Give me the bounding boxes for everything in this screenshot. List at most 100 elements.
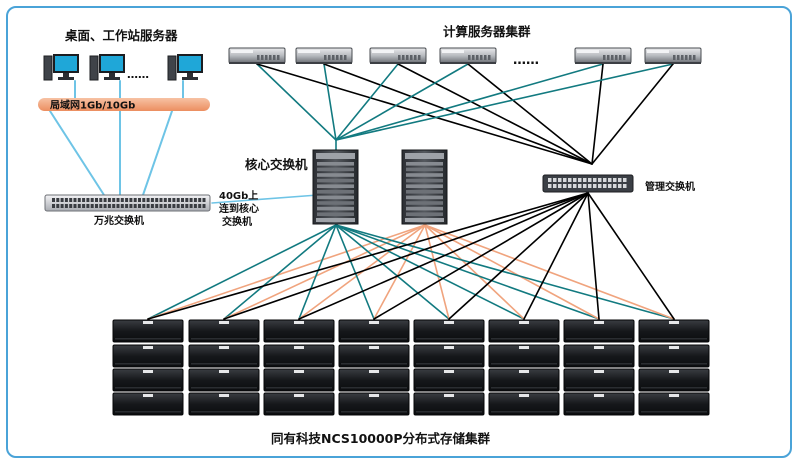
core-link <box>323 63 337 141</box>
core-link <box>335 63 469 141</box>
tengig-switch-label: 万兆交换机 <box>93 214 144 227</box>
storage-node-icon <box>112 344 184 368</box>
storage-link <box>335 224 525 320</box>
storage-node-icon <box>188 368 260 392</box>
storage-link <box>424 224 675 320</box>
storage-cluster <box>112 319 710 416</box>
compute-cluster-title: 计算服务器集群 <box>443 24 531 39</box>
lan-link <box>49 110 105 196</box>
rack-server-icon <box>439 47 497 64</box>
storage-node-icon <box>488 344 560 368</box>
storage-link <box>424 224 600 320</box>
storage-node-icon <box>563 392 635 416</box>
core-link <box>256 63 337 141</box>
mgmt-link <box>323 63 593 165</box>
storage-node-icon <box>488 368 560 392</box>
storage-link <box>335 224 375 320</box>
compute-dots: …… <box>513 53 539 68</box>
storage-node-icon <box>188 344 260 368</box>
storage-node-icon <box>263 319 335 343</box>
core-link <box>335 63 399 141</box>
storage-link <box>147 224 426 320</box>
storage-node-icon <box>563 368 635 392</box>
storage-node-icon <box>338 392 410 416</box>
storage-node-icon <box>112 392 184 416</box>
storage-node-icon <box>638 344 710 368</box>
uplink-link <box>211 194 319 204</box>
network-switch-icon <box>548 178 627 188</box>
storage-node-icon <box>488 319 560 343</box>
storage-mgmt-link <box>298 192 589 320</box>
storage-link <box>335 224 450 320</box>
network-switch-icon <box>52 198 206 208</box>
management-switch[interactable] <box>542 174 634 193</box>
storage-node-icon <box>112 319 184 343</box>
storage-link <box>335 224 600 320</box>
storage-mgmt-link <box>587 192 600 320</box>
storage-link <box>373 224 426 320</box>
storage-node-icon <box>413 319 485 343</box>
uplink-label-1: 40Gb上 <box>219 189 258 202</box>
core-switch-2[interactable] <box>401 149 448 225</box>
mgmt-switch-label: 管理交换机 <box>645 180 695 193</box>
storage-node-icon <box>112 368 184 392</box>
rack-server-icon <box>369 47 427 64</box>
storage-link <box>223 224 426 320</box>
storage-node-icon <box>638 392 710 416</box>
uplink-label-2: 连到核心 <box>219 202 259 215</box>
storage-node-icon <box>263 344 335 368</box>
storage-link <box>424 224 525 320</box>
mgmt-link <box>467 63 593 165</box>
desktop-workstations <box>43 54 203 81</box>
compute-server-cluster <box>228 47 702 64</box>
storage-node-icon <box>263 392 335 416</box>
connection-links <box>49 63 675 320</box>
storage-link <box>223 224 337 320</box>
storage-node-icon <box>338 319 410 343</box>
workstation-icon <box>43 54 79 81</box>
uplink-label-3: 交换机 <box>222 215 252 228</box>
storage-node-icon <box>563 319 635 343</box>
core-switch-icon <box>405 153 444 222</box>
mgmt-link <box>591 63 674 165</box>
core-switch-1[interactable] <box>312 149 359 225</box>
storage-node-icon <box>638 319 710 343</box>
storage-node-icon <box>338 344 410 368</box>
storage-link <box>147 224 337 320</box>
storage-link <box>424 224 450 320</box>
workstation-icon <box>89 54 125 81</box>
core-link <box>335 63 604 141</box>
storage-node-icon <box>338 368 410 392</box>
workstation-icon <box>167 54 203 81</box>
storage-node-icon <box>563 344 635 368</box>
lan-bar <box>38 98 210 111</box>
desktop-dots: …… <box>127 68 149 81</box>
rack-server-icon <box>644 47 702 64</box>
desktop-group-title: 桌面、工作站服务器 <box>64 28 178 43</box>
core-switch-icon <box>316 153 355 222</box>
storage-node-icon <box>188 392 260 416</box>
rack-server-icon <box>228 47 286 64</box>
storage-mgmt-link <box>587 192 675 320</box>
rack-server-icon <box>574 47 632 64</box>
rack-server-icon <box>295 47 353 64</box>
tengig-switch[interactable] <box>44 194 211 212</box>
mgmt-link <box>591 63 604 165</box>
storage-mgmt-link <box>223 192 589 320</box>
core-link <box>335 63 674 141</box>
lan-label: 局域网1Gb/10Gb <box>49 99 135 112</box>
storage-mgmt-link <box>373 192 589 320</box>
storage-node-icon <box>263 368 335 392</box>
storage-node-icon <box>638 368 710 392</box>
storage-mgmt-link <box>523 192 589 320</box>
storage-node-icon <box>413 368 485 392</box>
storage-link <box>298 224 337 320</box>
lan-link <box>142 110 173 196</box>
storage-cluster-title: 同有科技NCS10000P分布式存储集群 <box>271 431 491 446</box>
storage-node-icon <box>413 344 485 368</box>
core-switch-label: 核心交换机 <box>245 157 308 172</box>
storage-node-icon <box>413 392 485 416</box>
mgmt-link <box>397 63 593 165</box>
storage-mgmt-link <box>448 192 589 320</box>
